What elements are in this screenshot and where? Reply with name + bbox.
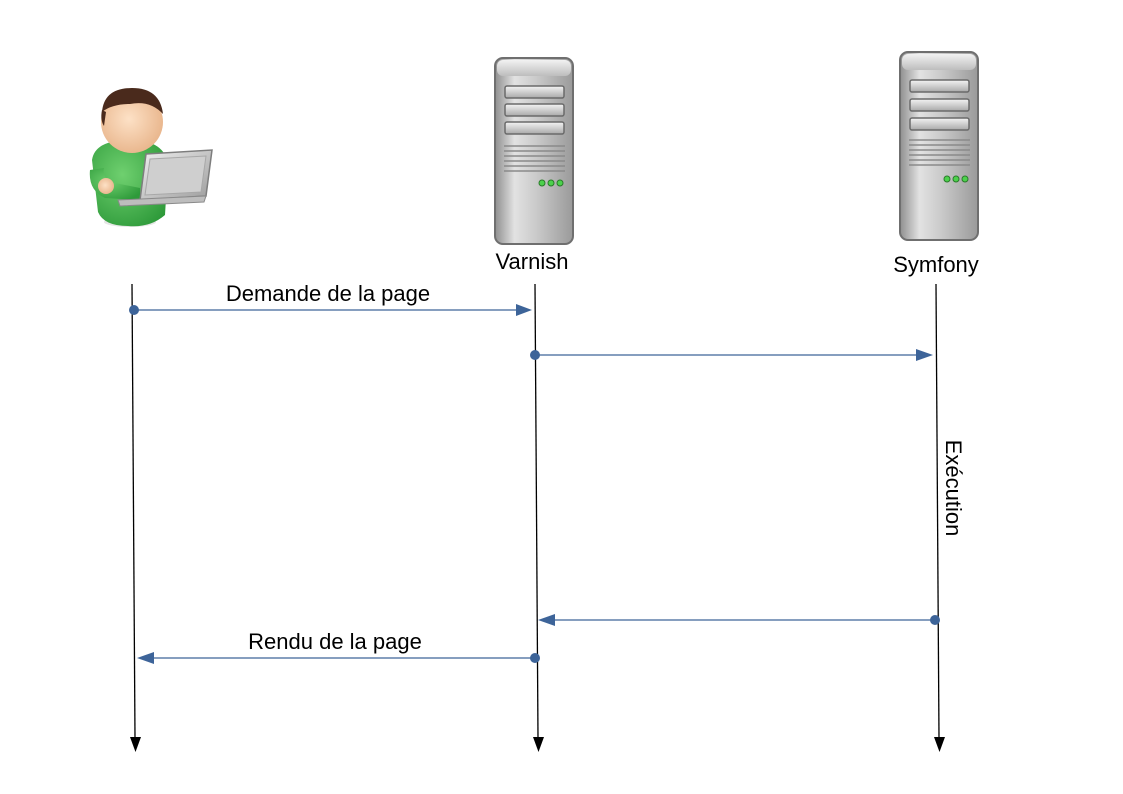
message-render-page-arrow — [137, 652, 540, 664]
varnish-label: Varnish — [496, 249, 569, 274]
message-forward-request-arrow — [530, 349, 933, 361]
user-with-laptop-icon — [89, 88, 213, 227]
symfony-server-icon — [899, 51, 979, 241]
message-request-page-arrow — [129, 304, 532, 316]
lifeline-user — [130, 283, 141, 752]
symfony-label: Symfony — [893, 252, 979, 277]
message-response-arrow — [538, 614, 940, 626]
message-render-page-label: Rendu de la page — [248, 629, 422, 654]
execution-label: Exécution — [941, 440, 966, 537]
message-request-page-label: Demande de la page — [226, 281, 430, 306]
lifeline-symfony — [934, 283, 945, 752]
varnish-server-icon — [494, 57, 574, 245]
